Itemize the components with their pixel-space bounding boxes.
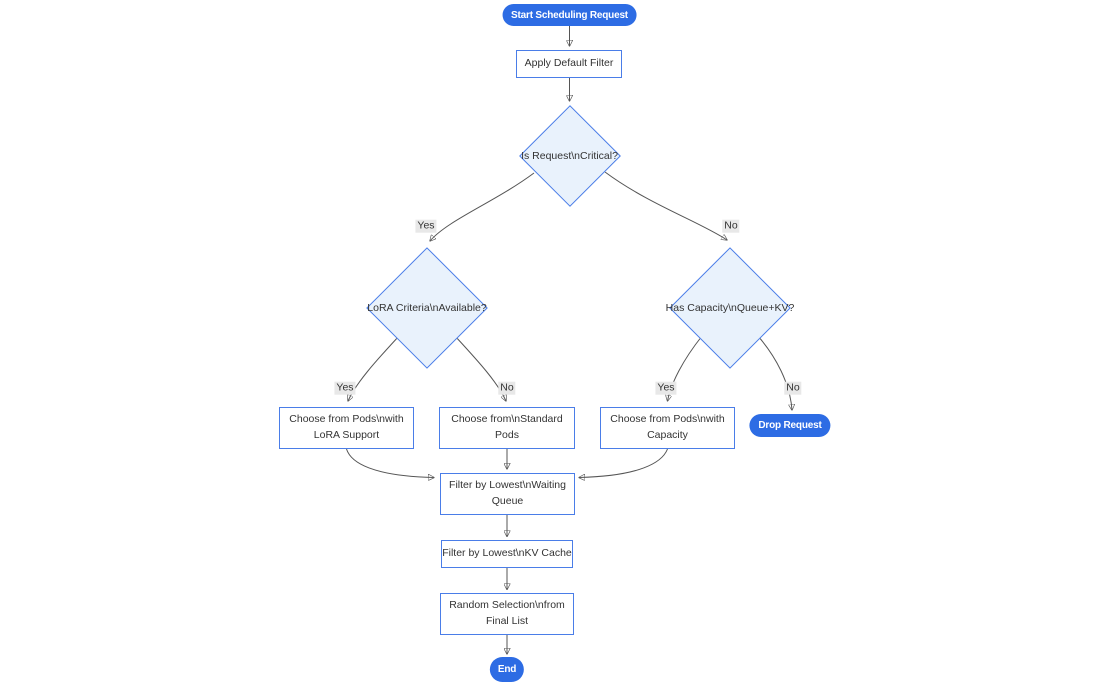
node-choose-pods-lora-support: Choose from Pods\nwith LoRA Support bbox=[279, 407, 414, 449]
node-end: End bbox=[489, 657, 525, 682]
node-apply-default-filter: Apply Default Filter bbox=[516, 50, 622, 78]
node-start-scheduling-request: Start Scheduling Request bbox=[502, 4, 637, 26]
edge-label-capacity-no: No bbox=[784, 381, 802, 395]
edge-label-capacity-yes: Yes bbox=[655, 381, 677, 395]
edge-critical-no bbox=[604, 171, 727, 240]
edge-capacity-filter bbox=[579, 448, 668, 478]
edge-lora-no bbox=[454, 335, 506, 401]
node-choose-standard-pods: Choose from\nStandard Pods bbox=[439, 407, 575, 449]
node-filter-lowest-kv-cache: Filter by Lowest\nKV Cache bbox=[441, 540, 573, 568]
edge-label-lora-no: No bbox=[498, 381, 516, 395]
edge-capacity-yes bbox=[668, 335, 703, 401]
decision-has-capacity-queue-kv: Has Capacity\nQueue+KV? bbox=[665, 246, 795, 369]
decision-label: Has Capacity\nQueue+KV? bbox=[665, 301, 795, 314]
edge-lora-yes bbox=[348, 335, 400, 401]
edge-label-lora-yes: Yes bbox=[334, 381, 356, 395]
decision-lora-criteria-available: LoRA Criteria\nAvailable? bbox=[366, 246, 488, 369]
decision-label: LoRA Criteria\nAvailable? bbox=[367, 301, 487, 314]
decision-label: Is Request\nCritical? bbox=[521, 150, 618, 162]
node-drop-request: Drop Request bbox=[749, 414, 831, 437]
node-choose-pods-capacity: Choose from Pods\nwith Capacity bbox=[600, 407, 735, 449]
node-random-selection-final-list: Random Selection\nfrom Final List bbox=[440, 593, 574, 635]
edge-lora-filter bbox=[346, 448, 435, 478]
edge-capacity-no bbox=[757, 335, 792, 410]
node-filter-lowest-waiting-queue: Filter by Lowest\nWaiting Queue bbox=[440, 473, 575, 515]
edge-label-critical-yes: Yes bbox=[415, 219, 437, 233]
edge-label-critical-no: No bbox=[722, 219, 740, 233]
decision-is-request-critical: Is Request\nCritical? bbox=[518, 105, 621, 207]
edge-critical-yes bbox=[430, 172, 535, 241]
